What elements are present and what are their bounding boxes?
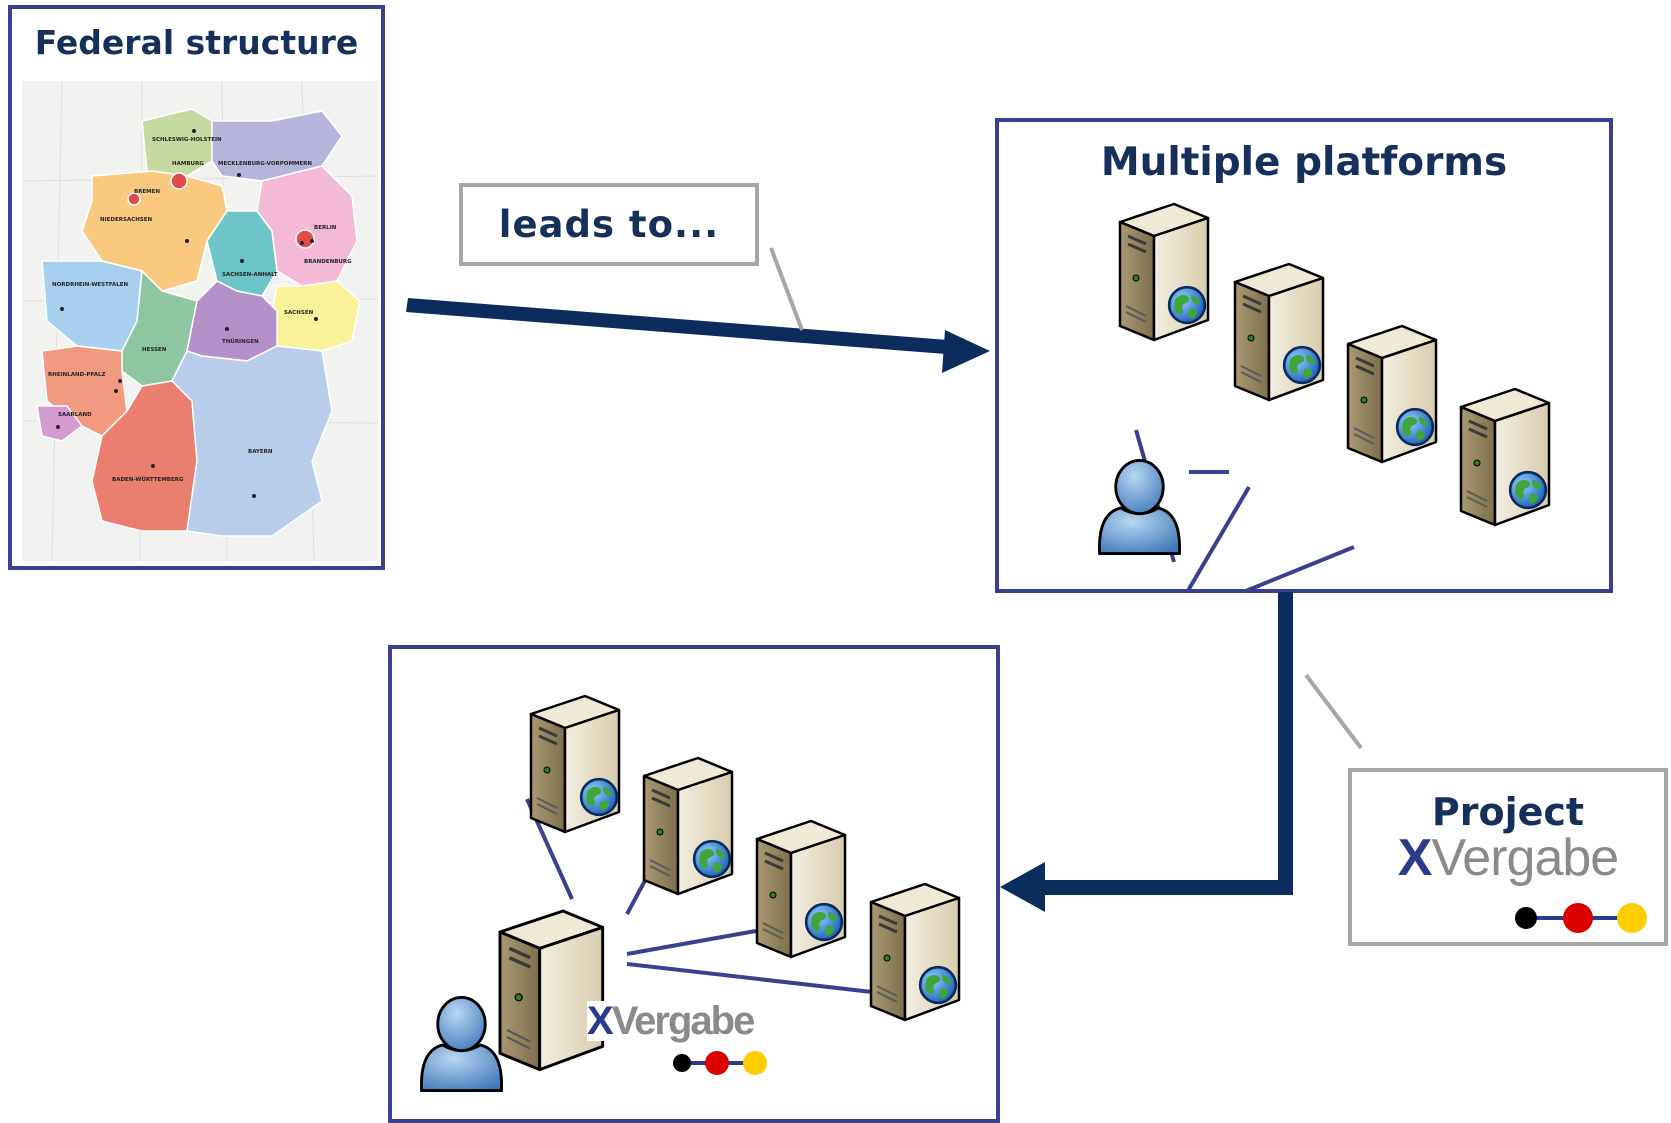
logo-dots bbox=[673, 1051, 767, 1075]
network-diagram bbox=[1097, 202, 1551, 589]
state-niedersachsen bbox=[81, 170, 228, 292]
callout-pointer bbox=[1304, 673, 1363, 750]
callout-text: leads to... bbox=[498, 203, 720, 246]
state-saarland bbox=[36, 405, 84, 442]
svg-text:BAYERN: BAYERN bbox=[248, 449, 273, 455]
svg-text:SCHLESWIG-HOLSTEIN: SCHLESWIG-HOLSTEIN bbox=[152, 137, 222, 143]
project-callout: Project XVergabe bbox=[1348, 768, 1668, 946]
arrow-down-stem bbox=[1278, 592, 1293, 894]
logo-x: X bbox=[1397, 829, 1433, 887]
callout-text: Project bbox=[1431, 790, 1585, 834]
logo-text: Vergabe bbox=[611, 999, 756, 1043]
svg-text:HAMBURG: HAMBURG bbox=[172, 161, 204, 167]
panel-title: Multiple platforms bbox=[1100, 140, 1508, 185]
xvergabe-logo: XVergabe bbox=[587, 1001, 767, 1091]
arrow-right bbox=[406, 298, 948, 354]
leads-to-callout: leads to... bbox=[459, 183, 759, 266]
arrowhead-right bbox=[942, 330, 990, 373]
multiple-platforms-panel: Multiple platforms bbox=[995, 118, 1613, 593]
svg-text:HESSEN: HESSEN bbox=[142, 347, 167, 353]
svg-text:SACHSEN: SACHSEN bbox=[284, 310, 314, 316]
logo-x: X bbox=[587, 999, 614, 1043]
federal-structure-panel: Federal structure bbox=[8, 5, 385, 570]
svg-text:NIEDERSACHSEN: NIEDERSACHSEN bbox=[100, 217, 153, 223]
state-bremen bbox=[127, 192, 141, 206]
xvergabe-logo: XVergabe bbox=[1352, 832, 1664, 884]
arrow-left-stem bbox=[1035, 880, 1293, 895]
svg-text:BERLIN: BERLIN bbox=[314, 225, 337, 231]
arrow-left bbox=[1000, 862, 1045, 912]
map-of-germany: SCHLESWIG-HOLSTEIN MECKLENBURG-VORPOMMER… bbox=[22, 81, 378, 561]
svg-text:THÜRINGEN: THÜRINGEN bbox=[222, 338, 259, 345]
svg-text:BRANDENBURG: BRANDENBURG bbox=[304, 259, 352, 265]
svg-text:BADEN-WÜRTTEMBERG: BADEN-WÜRTTEMBERG bbox=[112, 476, 184, 483]
xvergabe-solution-panel: XVergabe bbox=[388, 645, 1000, 1123]
svg-text:BREMEN: BREMEN bbox=[134, 189, 160, 195]
logo-text: Vergabe bbox=[1431, 829, 1619, 887]
state-bayern bbox=[171, 345, 333, 537]
state-hamburg bbox=[170, 172, 188, 190]
network-diagram bbox=[419, 694, 961, 1093]
panel-title: Federal structure bbox=[34, 23, 359, 62]
logo-dots bbox=[1515, 903, 1647, 933]
callout-pointer bbox=[769, 247, 804, 331]
svg-text:MECKLENBURG-VORPOMMERN: MECKLENBURG-VORPOMMERN bbox=[218, 161, 312, 167]
svg-text:RHEINLAND-PFALZ: RHEINLAND-PFALZ bbox=[48, 372, 105, 378]
svg-text:SACHSEN-ANHALT: SACHSEN-ANHALT bbox=[222, 272, 278, 278]
svg-text:SAARLAND: SAARLAND bbox=[58, 412, 92, 418]
svg-text:NORDRHEIN-WESTFALEN: NORDRHEIN-WESTFALEN bbox=[52, 282, 129, 288]
